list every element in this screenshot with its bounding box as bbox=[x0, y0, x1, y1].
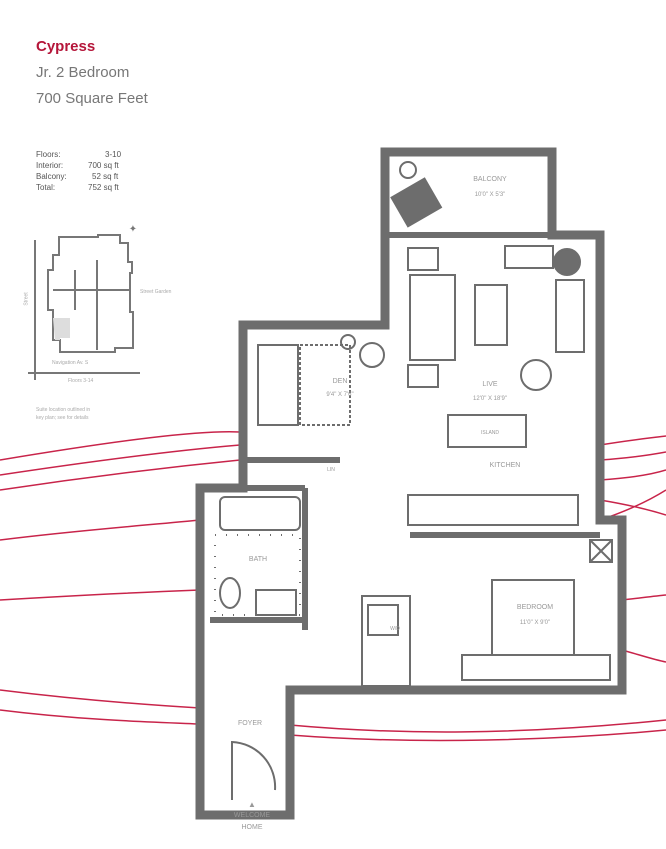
ribbon-line bbox=[599, 469, 666, 481]
den-sofa bbox=[257, 344, 299, 426]
north-arrow-icon: ✦ bbox=[129, 224, 137, 235]
unit-area: 700 Square Feet bbox=[36, 90, 148, 107]
lounge-chair bbox=[520, 359, 552, 391]
arrow-up-icon: ▲ bbox=[248, 800, 256, 809]
coffee-table bbox=[474, 284, 508, 346]
linen-label: LIN bbox=[327, 467, 335, 473]
kitchen-counter bbox=[407, 494, 579, 526]
room-dims-live: 12'0" X 18'9" bbox=[473, 396, 507, 402]
stat-label: Interior: bbox=[36, 161, 64, 170]
stat-value: 52 sq ft bbox=[92, 172, 119, 181]
keyplan-note: key plan; see for details bbox=[36, 415, 89, 421]
street-label: Floors 3-14 bbox=[68, 378, 94, 384]
stat-label: Total: bbox=[36, 183, 56, 192]
suite-name: Cypress bbox=[36, 38, 96, 55]
balcony-chair bbox=[390, 177, 443, 228]
ribbon-line bbox=[0, 459, 241, 491]
room-label-den: DEN bbox=[332, 378, 348, 385]
street-label: Navigation Av. S bbox=[52, 360, 89, 366]
vanity bbox=[255, 589, 297, 616]
unit-type: Jr. 2 Bedroom bbox=[36, 64, 130, 81]
ribbon-line bbox=[289, 719, 666, 733]
ribbon-line bbox=[599, 499, 666, 516]
hvac-closet bbox=[589, 539, 613, 563]
stat-value: 752 sq ft bbox=[88, 183, 119, 192]
island-label: ISLAND bbox=[480, 430, 500, 436]
washer-dryer bbox=[367, 604, 399, 636]
room-label-bedroom: BEDROOM bbox=[516, 604, 554, 611]
den-stool bbox=[340, 334, 356, 350]
entry-label: HOME bbox=[241, 824, 263, 831]
room-label-live: LIVE bbox=[482, 381, 498, 388]
chair bbox=[407, 247, 439, 271]
stat-value: 3-10 bbox=[105, 150, 122, 159]
washer-dryer-label: W/D bbox=[390, 626, 400, 632]
kitchen-island bbox=[447, 414, 527, 448]
room-label-balcony: BALCONY bbox=[473, 176, 507, 183]
room-label-bath: BATH bbox=[248, 556, 268, 563]
room-label-kitchen: KITCHEN bbox=[489, 462, 521, 469]
ribbon-line bbox=[289, 729, 666, 742]
stat-label: Balcony: bbox=[36, 172, 67, 181]
ribbon-line bbox=[0, 689, 201, 709]
room-dims-bedroom: 11'0" X 9'0" bbox=[519, 620, 551, 626]
room-dims-balcony: 10'0" X 5'3" bbox=[474, 192, 506, 198]
plant bbox=[553, 248, 581, 276]
chair bbox=[407, 364, 439, 388]
stat-value: 700 sq ft bbox=[88, 161, 119, 170]
laundry-closet bbox=[361, 595, 411, 687]
balcony-table bbox=[399, 161, 417, 179]
den-chair bbox=[359, 342, 385, 368]
street-label: Street Garden bbox=[140, 289, 172, 295]
den-rug bbox=[299, 344, 351, 426]
ribbon-line bbox=[599, 435, 666, 446]
entry-label: WELCOME bbox=[233, 812, 271, 819]
ribbon-line bbox=[0, 431, 241, 461]
side-table bbox=[504, 245, 554, 269]
bathtub bbox=[219, 496, 301, 531]
stat-label: Floors: bbox=[36, 150, 61, 159]
ribbon-line bbox=[0, 589, 201, 601]
toilet bbox=[219, 577, 241, 609]
tv-console bbox=[555, 279, 585, 353]
ribbon-line bbox=[0, 519, 201, 541]
ribbon-line bbox=[0, 444, 241, 476]
entry-door bbox=[231, 740, 277, 800]
ribbon-line bbox=[0, 709, 201, 725]
room-label-foyer: FOYER bbox=[237, 720, 263, 727]
ribbon-line bbox=[599, 451, 666, 461]
keyplan-note: Suite location outlined in bbox=[36, 407, 91, 413]
nightstands bbox=[461, 654, 611, 681]
exterior-walls bbox=[195, 147, 627, 820]
sofa bbox=[409, 274, 456, 361]
room-dims-den: 9'4" X 7'6" bbox=[326, 392, 354, 398]
